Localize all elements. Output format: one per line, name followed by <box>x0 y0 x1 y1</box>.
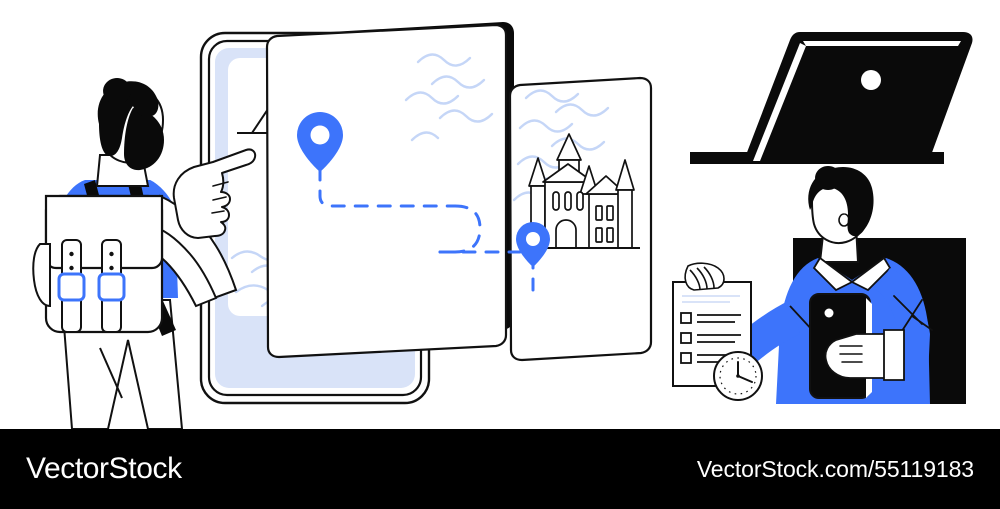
planner-collar-left <box>812 256 854 292</box>
vectorstock-url-text: VectorStock.com/55119183 <box>696 455 974 482</box>
backpack-side-pocket <box>32 243 51 308</box>
castle-window <box>552 191 560 211</box>
planner-right-elbow-line <box>893 295 933 335</box>
laptop-lid-edge-left <box>753 43 806 161</box>
vectorstock-watermark-footer: VectorStock VectorStock.com/55119183 <box>0 429 1000 509</box>
clipboard-checkbox[interactable] <box>680 332 692 344</box>
backpack-rivet <box>69 251 74 257</box>
backpack-rivet <box>109 265 114 271</box>
paper-map-middle[interactable] <box>265 23 508 359</box>
castle-window <box>606 227 614 243</box>
castle-window <box>606 205 614 221</box>
laptop-device[interactable] <box>690 32 973 164</box>
castle-tower-right <box>617 189 633 249</box>
map-pin-mountain[interactable] <box>297 112 343 172</box>
clock-icon <box>713 351 763 401</box>
clipboard-checkbox[interactable] <box>680 312 692 324</box>
castle-door <box>555 219 577 249</box>
laptop-lid-edge-highlight <box>803 41 961 46</box>
illustration-artboard <box>32 22 973 429</box>
planner-right-arm <box>876 268 930 376</box>
castle-window <box>595 227 603 243</box>
castle-window <box>595 205 603 221</box>
backpack-rivet <box>69 265 74 271</box>
laptop-logo-dot <box>861 70 881 90</box>
clipboard-grip-hand <box>684 262 725 291</box>
illustration-svg <box>32 22 973 429</box>
planner-wrist-cuff <box>883 329 905 381</box>
map-pin-castle[interactable] <box>516 222 550 267</box>
tablet-camera-icon <box>824 308 834 318</box>
vectorstock-logo-text: VectorStock <box>26 452 182 485</box>
backpack-rivet <box>109 251 114 257</box>
clipboard-checkbox[interactable] <box>680 352 692 364</box>
traveler-beard <box>124 108 164 171</box>
traveler-pant-crease <box>99 347 123 399</box>
planner-collar-right <box>850 256 892 292</box>
planner-hair-bun <box>815 166 842 190</box>
castle-window <box>576 191 584 211</box>
planner-figure[interactable] <box>717 166 966 404</box>
paper-middle-waves <box>404 53 494 142</box>
traveler-figure[interactable] <box>32 78 257 429</box>
backpack-buckle-left <box>57 272 86 302</box>
castle-landmark[interactable] <box>525 133 640 249</box>
planner-ear <box>838 213 850 227</box>
traveler-pointing-hand <box>172 148 257 239</box>
laptop-lid <box>745 32 973 164</box>
traveler-hair-bun <box>103 78 132 104</box>
phone-map-stack <box>199 22 653 405</box>
castle-window <box>564 191 572 211</box>
backpack-buckle-right <box>97 272 126 302</box>
clock-minute-hand <box>737 375 753 383</box>
castle-main-roof <box>542 163 594 183</box>
clock-center-dot <box>736 374 740 378</box>
